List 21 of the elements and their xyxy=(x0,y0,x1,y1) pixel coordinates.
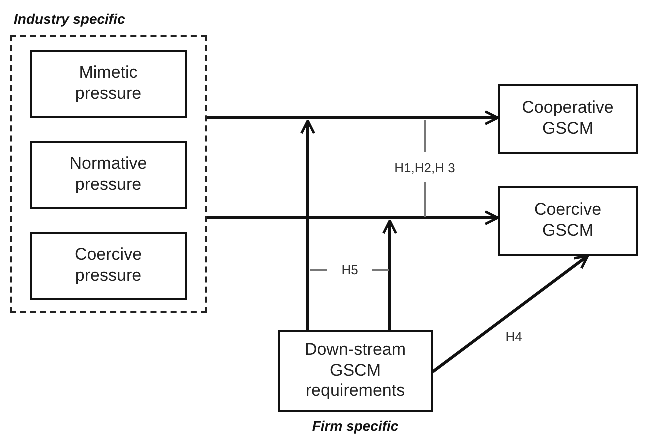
arrow xyxy=(207,110,500,126)
arrow xyxy=(382,220,398,330)
box-text: Coercive GSCM xyxy=(533,200,603,242)
box-text: Coercive pressure xyxy=(74,245,144,287)
process-box xyxy=(30,232,187,300)
box-text: Mimetic pressure xyxy=(74,63,143,105)
edge-label: H4 xyxy=(504,330,524,344)
hypothesis-label: H1,H2,H 3 xyxy=(392,160,458,176)
group-heading: Industry specific xyxy=(14,11,126,27)
arrow xyxy=(432,254,590,374)
hypothesis-label: H5 xyxy=(340,262,360,278)
process-box xyxy=(498,84,638,154)
arrow xyxy=(207,210,500,226)
arrow xyxy=(300,120,316,330)
box-caption: Firm specific xyxy=(311,418,400,435)
box-text: Cooperative GSCM xyxy=(522,98,614,140)
process-box xyxy=(30,50,187,118)
box-text: Down-stream GSCM requirements xyxy=(304,340,408,402)
box-text: Normative pressure xyxy=(68,154,148,196)
process-box xyxy=(498,186,638,256)
process-box xyxy=(30,141,187,209)
